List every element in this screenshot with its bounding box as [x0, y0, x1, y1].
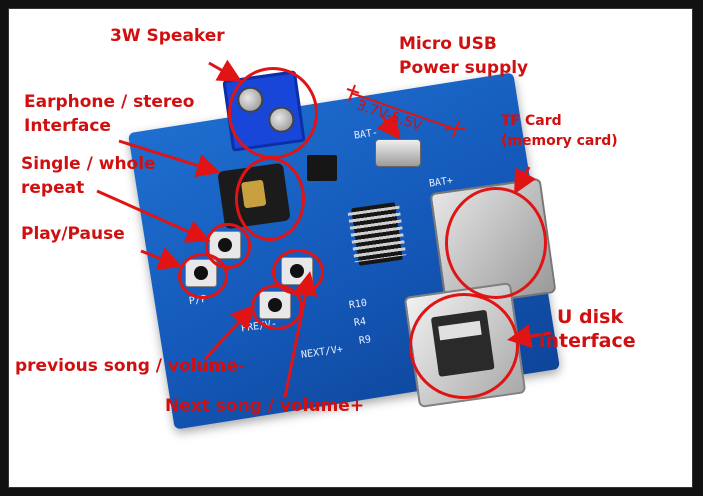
arrow-usb	[507, 324, 552, 349]
earphone-circle	[235, 157, 305, 241]
arrow-next	[283, 271, 318, 398]
play-pause-circle	[178, 253, 228, 299]
arrow-earphone	[118, 139, 221, 178]
label-previous-song: previous song / volume-	[15, 356, 245, 376]
arrow-play-pause	[140, 247, 183, 270]
label-next-song: Next song / volume+	[165, 396, 365, 416]
arrow-previous	[203, 304, 256, 361]
label-tf-card-2: (memory card)	[501, 133, 618, 149]
arrow-micro-usb	[376, 113, 401, 140]
arrow-repeat	[96, 189, 211, 243]
arrow-speaker	[208, 59, 243, 82]
voltage-bracket	[350, 92, 456, 130]
amp-chip	[303, 155, 341, 181]
voltage-minus-bar	[346, 88, 360, 94]
repeat-circle	[205, 223, 251, 269]
label-repeat-2: repeat	[21, 178, 85, 198]
label-play-pause: Play/Pause	[21, 224, 125, 244]
label-tf-card-1: TF Card	[501, 113, 562, 129]
micro-usb-port	[375, 139, 421, 167]
label-udisk-1: U disk	[557, 306, 624, 328]
label-micro-usb-2: Power supply	[399, 58, 529, 78]
voltage-minus-tick	[348, 84, 356, 102]
label-repeat-1: Single / whole	[21, 154, 156, 174]
label-micro-usb-1: Micro USB	[399, 34, 497, 54]
arrow-tf-card	[514, 166, 537, 195]
label-earphone-1: Earphone / stereo	[24, 92, 195, 112]
label-earphone-2: Interface	[24, 116, 111, 136]
annotation-arrows	[96, 59, 552, 398]
tf-card-circle	[445, 187, 547, 299]
image-frame: BAT- BAT+ P/P PRE/V- NEXT/V+ R10 R4 R9	[8, 8, 693, 488]
label-speaker: 3W Speaker	[110, 26, 225, 46]
label-udisk-2: interface	[539, 330, 636, 352]
